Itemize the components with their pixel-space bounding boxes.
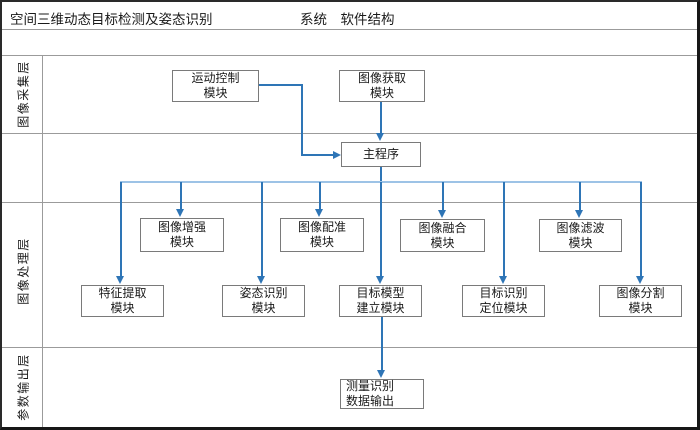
connector-main-to-bus	[380, 167, 382, 183]
arrowhead-image-filter	[575, 210, 583, 218]
arrowhead-image-segment	[636, 276, 644, 284]
grid-line-title-bottom	[2, 29, 697, 30]
arrowhead-image-enhance	[176, 209, 184, 217]
arrowhead-pose-recognize	[257, 276, 265, 284]
connector-bus-to-image-enhance	[180, 182, 182, 210]
connector-bus-to-target-model	[380, 182, 382, 277]
arrowhead-capture-to-main	[376, 133, 384, 141]
connector-capture-to-main	[380, 102, 382, 134]
grid-line-label-column	[42, 55, 43, 427]
layer-label-output: 参数输出层	[16, 353, 31, 421]
node-pose-recognize-module: 姿态识别 模块	[222, 285, 305, 317]
node-measure-data-output: 测量识别 数据输出	[340, 379, 424, 409]
connector-bus-to-image-filter	[579, 182, 581, 211]
connector-bus-to-feature-extract	[120, 182, 122, 277]
arrowhead-into-main-program	[333, 151, 341, 159]
arrowhead-data-output	[377, 370, 385, 378]
node-image-register-module: 图像配准 模块	[280, 218, 364, 252]
connector-motion-to-main-seg2	[301, 84, 303, 156]
connector-motion-to-main-seg1	[259, 84, 303, 86]
connector-motion-to-main-seg3	[301, 154, 333, 156]
diagram-title-suffix: 系统 软件结构	[300, 12, 395, 27]
node-image-fusion-module: 图像融合 模块	[400, 219, 485, 252]
node-main-program: 主程序	[341, 142, 421, 167]
arrowhead-target-model	[376, 276, 384, 284]
layer-label-processing: 图像处理层	[16, 237, 31, 305]
layer-label-acquisition: 图像采集层	[16, 60, 31, 128]
grid-line-processing-bottom	[2, 347, 697, 348]
arrowhead-feature-extract	[116, 276, 124, 284]
grid-line-subheader	[2, 55, 697, 56]
connector-bus-to-target-locate	[503, 182, 505, 277]
node-image-segment-module: 图像分割 模块	[599, 285, 682, 317]
node-target-model-module: 目标模型 建立模块	[339, 285, 422, 317]
node-target-locate-module: 目标识别 定位模块	[462, 285, 545, 317]
connector-model-to-output	[381, 317, 383, 370]
node-image-capture-module: 图像获取 模块	[339, 70, 425, 102]
node-image-filter-module: 图像滤波 模块	[539, 219, 622, 252]
grid-line-acquisition-bottom	[2, 133, 697, 134]
node-image-enhance-module: 图像增强 模块	[140, 218, 224, 252]
diagram-title-main: 空间三维动态目标检测及姿态识别	[10, 12, 213, 27]
arrowhead-image-fusion	[438, 210, 446, 218]
node-motion-control-module: 运动控制 模块	[172, 70, 259, 102]
connector-bus-to-pose-recognize	[261, 182, 263, 277]
node-feature-extract-module: 特征提取 模块	[81, 285, 164, 317]
arrowhead-target-locate	[499, 276, 507, 284]
connector-bus-to-image-segment	[640, 182, 642, 277]
connector-bus-to-image-register	[319, 182, 321, 210]
grid-line-processing-top	[2, 202, 697, 203]
connector-bus-to-image-fusion	[442, 182, 444, 211]
arrowhead-image-register	[315, 209, 323, 217]
